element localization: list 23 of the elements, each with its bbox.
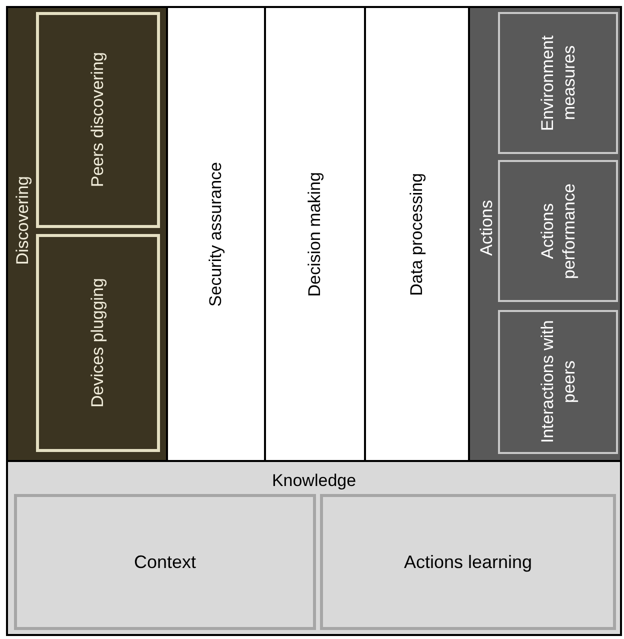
group-panel [470,8,620,460]
module-box [498,12,618,154]
group-heading: Discovering [12,176,33,265]
layer-label: Data processing [406,172,428,296]
layer-label: Security assurance [205,162,226,306]
module-label: Context [134,550,196,574]
module-label: Devices plugging [87,278,108,408]
module-box [498,160,618,302]
module-label: Peers discovering [87,52,108,188]
module-box [36,234,160,452]
module-label: Actions performance [536,182,579,281]
module-label: Environment measures [536,34,579,133]
group-heading: Actions [476,200,497,256]
module-label: Actions learning [404,550,532,574]
group-panel [8,460,620,634]
layer-label: Decision making [304,172,326,296]
module-box [320,494,616,630]
module-label: Interactions with peers [536,320,579,446]
group-heading: Knowledge [270,470,358,492]
group-panel [8,8,168,460]
module-box [36,12,160,228]
module-box [14,494,316,630]
module-box [498,310,618,454]
